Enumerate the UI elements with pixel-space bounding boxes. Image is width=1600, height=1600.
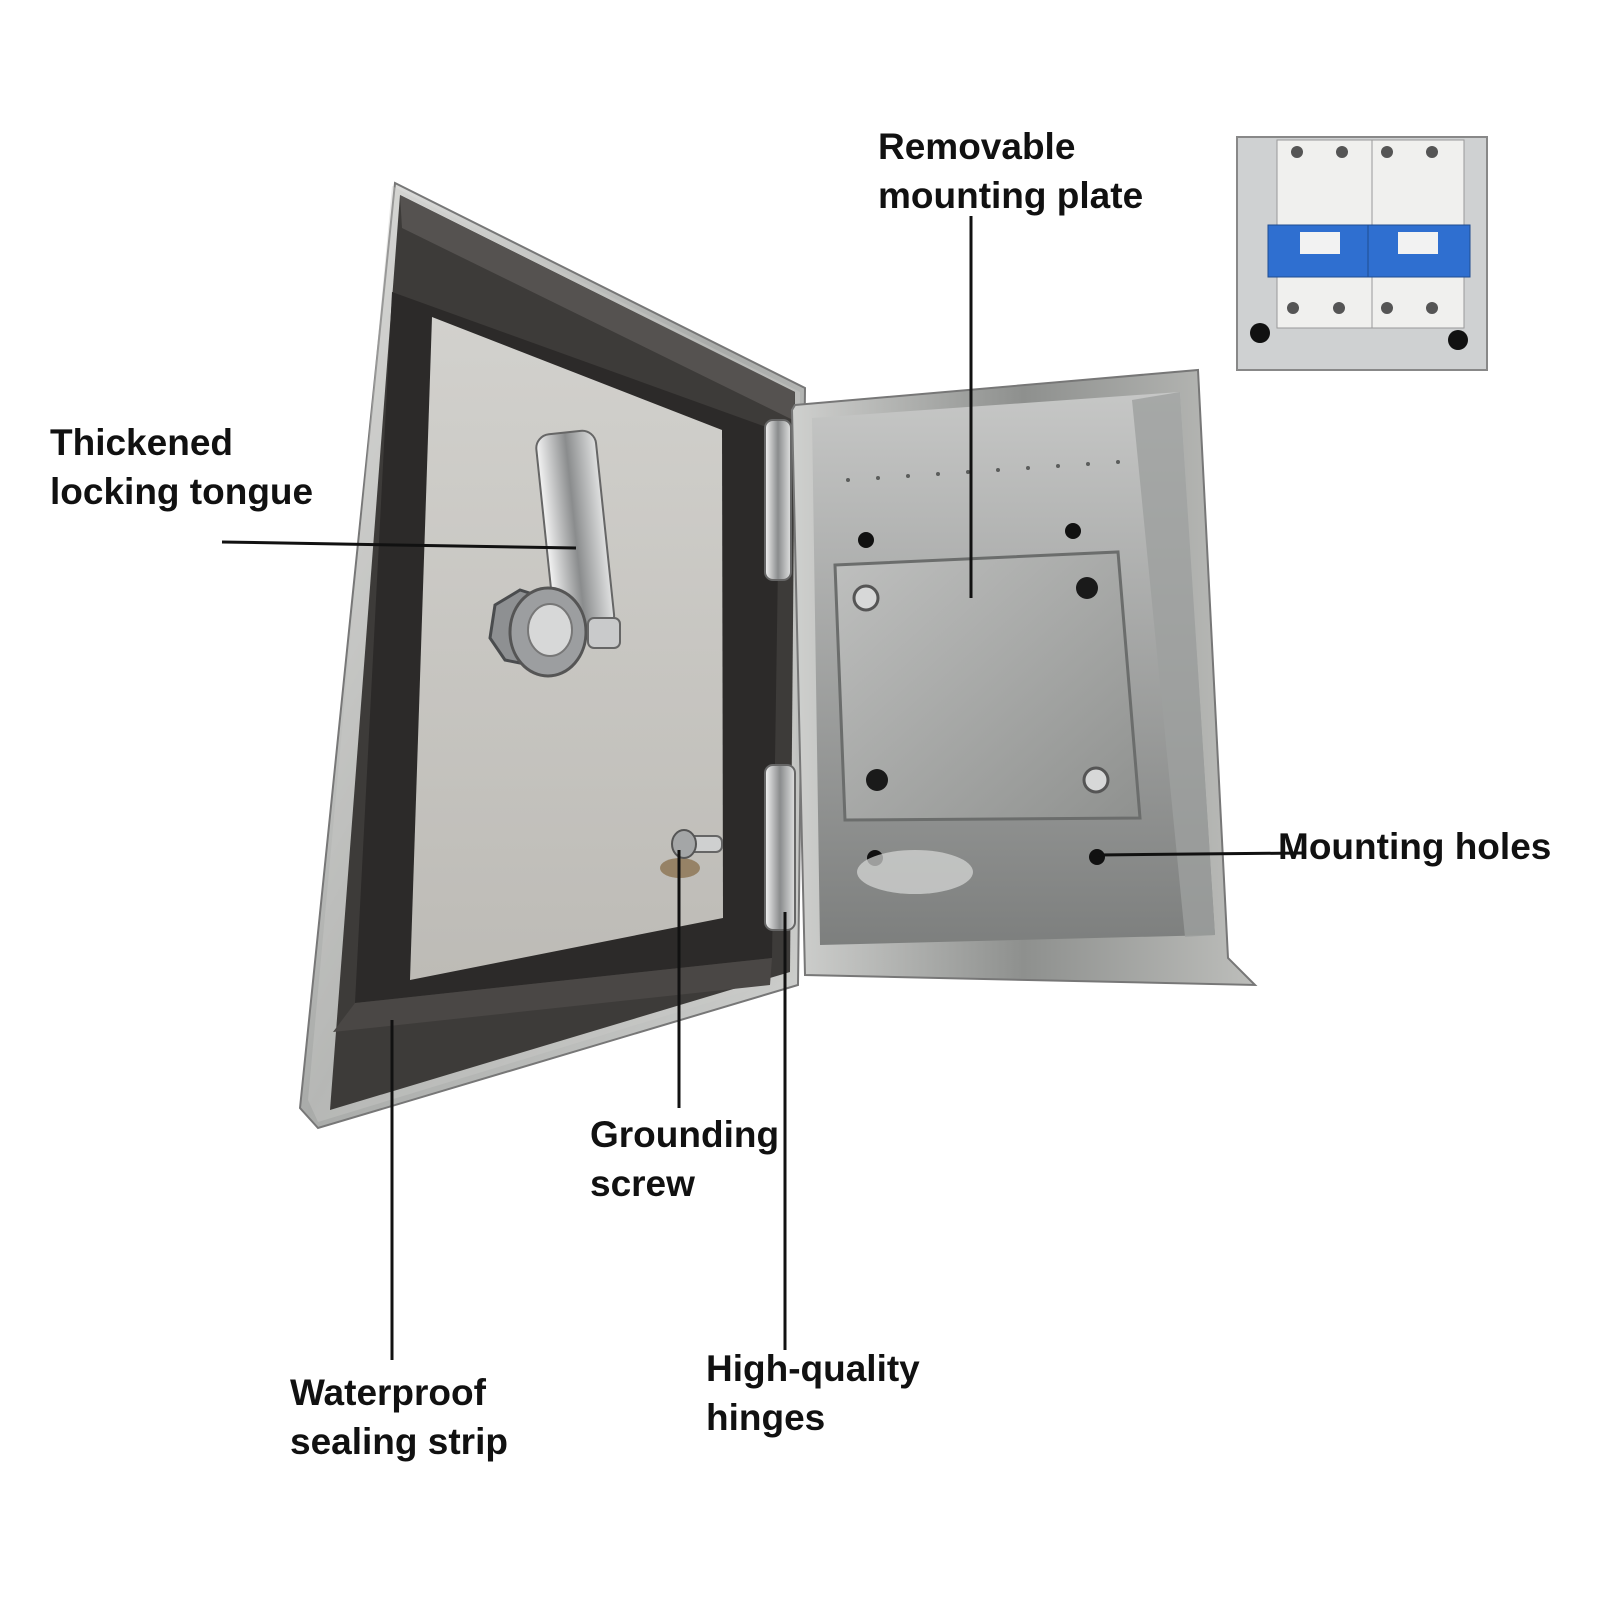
lock-assembly [488, 429, 621, 678]
sealing-strip [333, 958, 772, 1032]
callout-sealing-strip: Waterproof sealing strip [290, 1368, 508, 1466]
callout-mounting-plate-line1: Removable [878, 126, 1076, 167]
callout-hinges: High-quality hinges [706, 1344, 920, 1442]
callout-grounding-screw-line1: Grounding [590, 1114, 780, 1155]
callout-hinges-line1: High-quality [706, 1348, 920, 1389]
callout-grounding-screw-line2: screw [590, 1163, 695, 1204]
callout-sealing-strip-line2: sealing strip [290, 1421, 508, 1462]
callout-locking-tongue: Thickened locking tongue [50, 418, 313, 516]
hinge-graphics [764, 419, 796, 931]
breaker-module [1267, 139, 1373, 329]
callout-mounting-plate: Removable mounting plate [878, 122, 1143, 220]
callout-mounting-plate-line2: mounting plate [878, 175, 1144, 216]
leader-line-mounting-holes [1097, 851, 1303, 857]
breaker-module [1367, 139, 1471, 329]
callout-locking-tongue-line1: Thickened [50, 422, 233, 463]
mounting-plate-graphic [833, 550, 1142, 822]
callout-grounding-screw: Grounding screw [590, 1110, 779, 1208]
leader-line-locking-tongue [221, 540, 577, 550]
breaker-inset [1236, 136, 1488, 371]
callout-mounting-holes: Mounting holes [1278, 822, 1551, 871]
callout-locking-tongue-line2: locking tongue [50, 471, 314, 512]
enclosure-body [790, 368, 1258, 987]
callout-mounting-holes-line1: Mounting holes [1278, 826, 1552, 867]
callout-hinges-line2: hinges [706, 1397, 826, 1438]
callout-sealing-strip-line1: Waterproof [290, 1372, 486, 1413]
